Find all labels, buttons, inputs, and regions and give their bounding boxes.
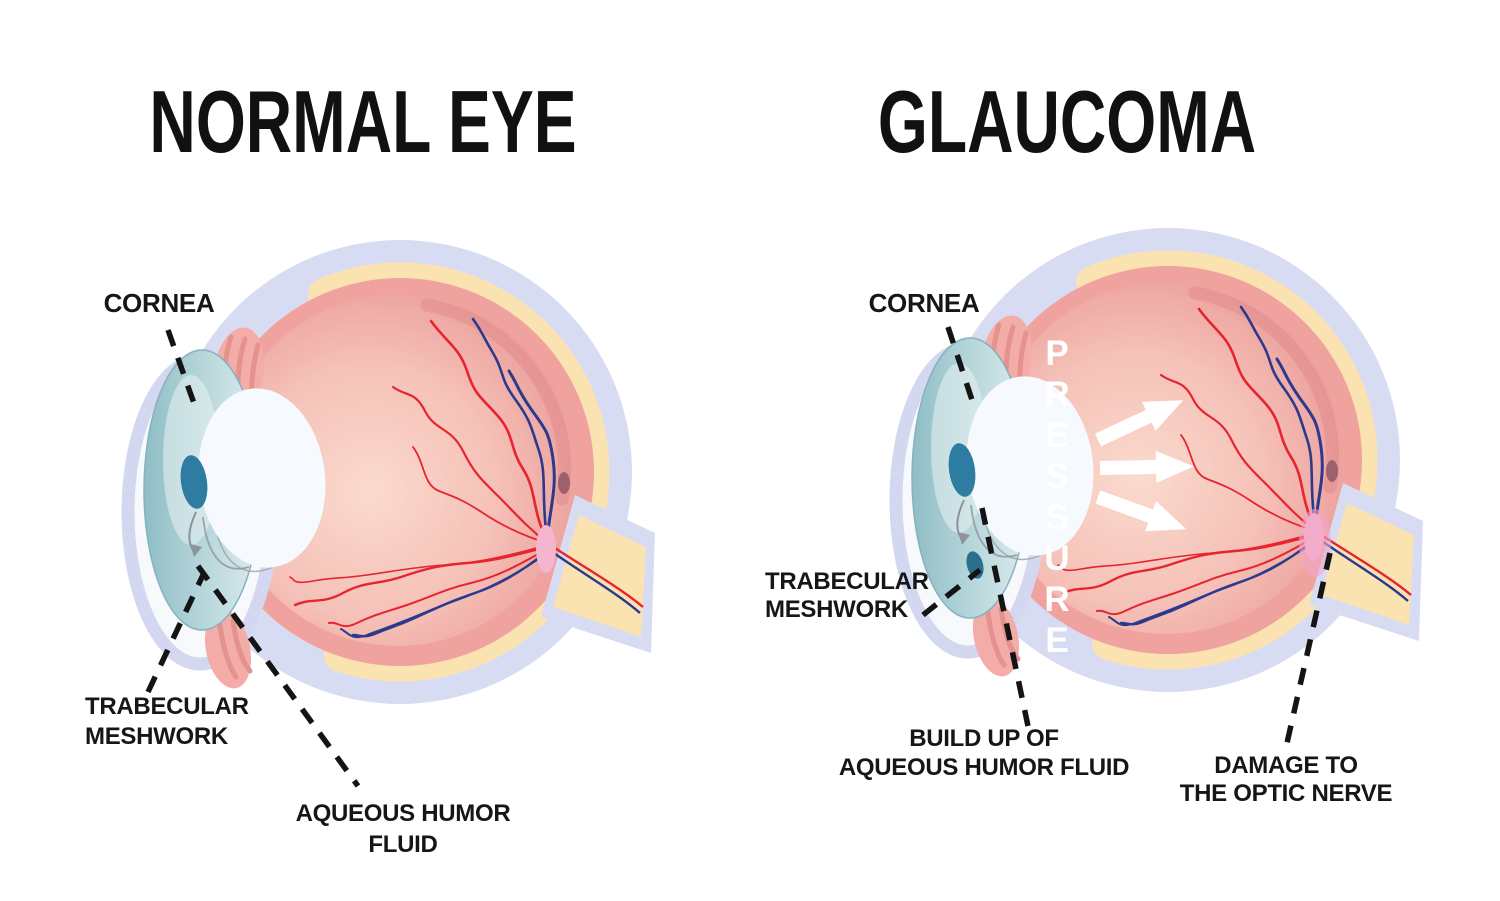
trabecular-pointer-line-left [145, 573, 206, 694]
aqueous-pointer-line-left [195, 564, 361, 788]
trabecular-meshwork-label-glaucoma: TRABECULAR MESHWORK [765, 568, 929, 623]
normal-eye-title-text: NORMAL EYE [149, 72, 577, 171]
pressure-label: PRESSURE [1037, 334, 1077, 662]
glaucoma-title: GLAUCOMA [808, 78, 1326, 166]
pointer-lines-layer [145, 326, 1333, 788]
cornea-label-glaucoma: CORNEA [868, 288, 980, 318]
normal-eye-title: NORMAL EYE [70, 78, 655, 166]
cornea-pointer-line-right [945, 326, 975, 401]
cornea-label-normal: CORNEA [103, 288, 215, 318]
optic-nerve-damage-label-glaucoma: DAMAGE TO THE OPTIC NERVE [1179, 752, 1393, 807]
damage-pointer-line-right [1284, 552, 1333, 744]
cornea-pointer-line-left [165, 329, 199, 410]
optic-disc-damage-halo [1299, 509, 1331, 577]
glaucoma-title-text: GLAUCOMA [877, 72, 1257, 171]
trabecular-pointer-line-right [921, 567, 982, 618]
buildup-pointer-line-right [979, 507, 1031, 727]
aqueous-humor-fluid-label-normal: AQUEOUS HUMOR FLUID [295, 800, 511, 858]
trabecular-meshwork-label-normal: TRABECULAR MESHWORK [85, 693, 249, 750]
aqueous-buildup-label-glaucoma: BUILD UP OF AQUEOUS HUMOR FLUID [838, 725, 1130, 781]
